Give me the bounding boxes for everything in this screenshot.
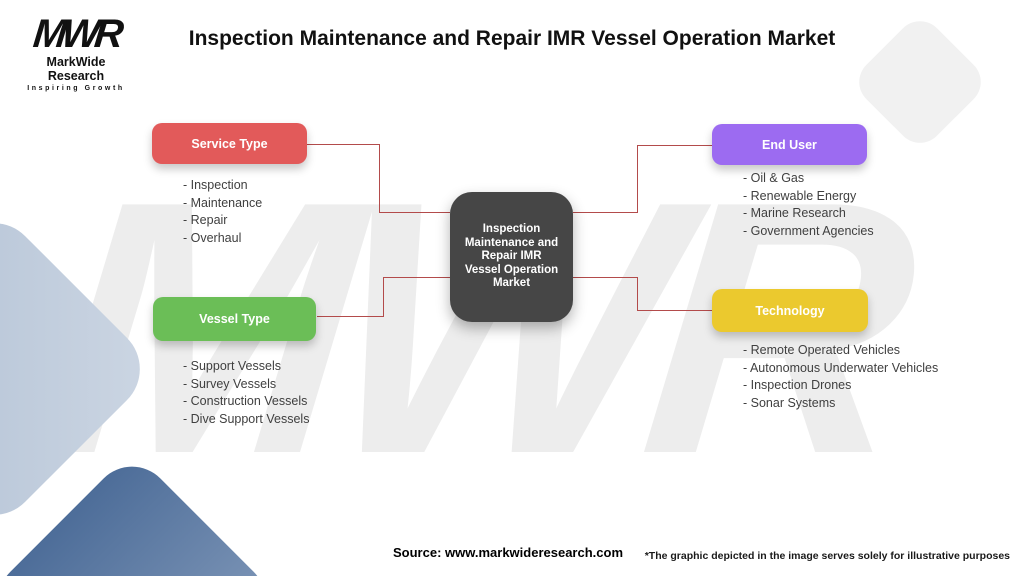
segment-list-service-type: - Inspection - Maintenance - Repair - Overh… [183,177,262,247]
connector-service-h2 [379,212,450,213]
connector-vessel-v [383,277,384,317]
segment-item: - Overhaul [183,230,242,245]
segment-list-vessel-type: - Support Vessels - Survey Vessels - Const… [183,358,309,428]
connector-service-h1 [307,144,379,145]
connector-enduser-h1 [573,212,638,213]
segment-box-technology: Technology [712,289,868,332]
segment-item: - Oil & Gas [743,171,805,185]
segment-item: - Autonomous Underwater Vehicles [743,360,939,375]
segment-item: - Construction Vessels [183,394,308,408]
connector-tech-h1 [573,277,638,278]
markwide-research-logo: MWR MarkWide Research Inspiring Growth [20,12,132,92]
segment-item: - Renewable Energy [743,188,857,203]
page-title: Inspection Maintenance and Repair IMR Ve… [188,27,836,50]
segment-box-end-user: End User [712,124,867,165]
segment-item: - Repair [183,213,228,227]
center-market-node: Inspection Maintenance and Repair IMR Ve… [450,192,573,322]
segment-item: - Sonar Systems [743,395,836,410]
segment-item: - Maintenance [183,195,263,210]
connector-service-v [379,144,380,213]
segment-item: - Remote Operated Vehicles [743,343,901,357]
segment-item: - Marine Research [743,206,846,220]
segment-box-service-type: Service Type [152,123,307,164]
segment-item: - Survey Vessels [183,376,277,391]
connector-vessel-h1 [317,316,383,317]
connector-enduser-h2 [637,145,712,146]
segment-item: - Dive Support Vessels [183,411,310,426]
segment-item: - Inspection [183,178,248,192]
segment-list-end-user: - Oil & Gas - Renewable Energy - Marine Re… [743,170,874,240]
logo-tagline: Inspiring Growth [27,85,125,92]
logo-company-name: MarkWide Research [46,55,106,83]
connector-vessel-h2 [383,277,450,278]
connector-tech-v [637,277,638,311]
segment-item: - Government Agencies [743,223,874,238]
segment-item: - Support Vessels [183,359,281,373]
connector-tech-h2 [637,310,712,311]
connector-enduser-v [637,145,638,213]
disclaimer-text: *The graphic depicted in the image serve… [644,550,1010,562]
segment-box-vessel-type: Vessel Type [153,297,316,341]
source-text: Source: www.markwideresearch.com [393,545,624,560]
segment-item: - Inspection Drones [743,378,852,392]
segment-list-technology: - Remote Operated Vehicles - Autonomous U… [743,342,938,412]
